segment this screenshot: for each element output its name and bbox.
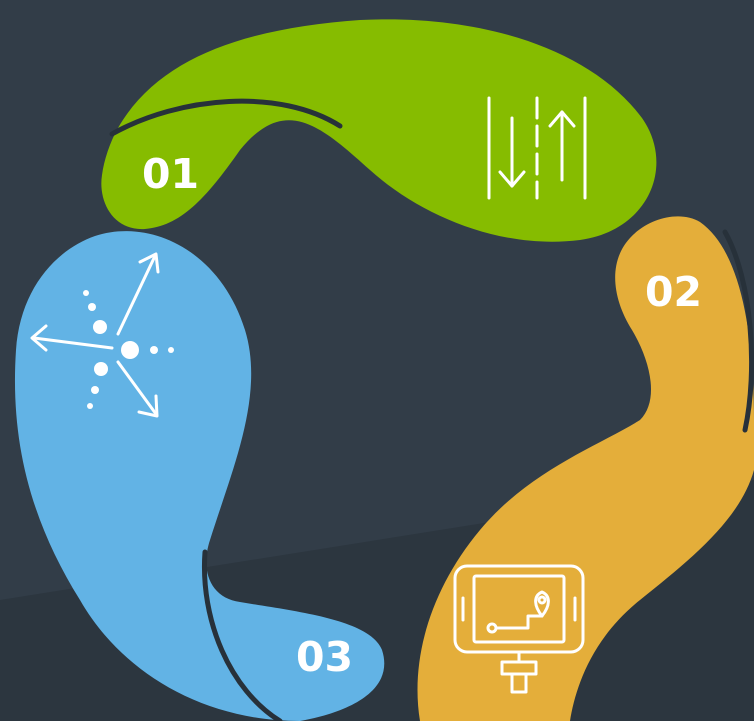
step-02-shape <box>417 216 754 721</box>
arrow-down-right-head <box>137 394 159 418</box>
step-02-seam <box>722 229 754 433</box>
arrow-down-right-shaft <box>116 360 158 416</box>
dot <box>168 347 174 353</box>
dot <box>87 403 93 409</box>
dispersion-arrows-icon <box>30 252 174 418</box>
dot <box>88 303 96 311</box>
tablet-mount-base <box>510 672 528 694</box>
map-pin-hole <box>537 595 547 605</box>
down-arrow-head <box>498 170 526 188</box>
step-01-shape <box>101 19 657 242</box>
step-02: 02 <box>417 216 754 721</box>
two-way-arrows-icon <box>487 96 587 200</box>
dot <box>150 346 158 354</box>
step-03-seam <box>201 549 283 721</box>
arrow-left-head <box>30 324 48 352</box>
arrow-left-shaft <box>32 336 114 350</box>
step-03-shape <box>14 231 385 721</box>
step-03: 03 <box>14 231 385 721</box>
map-pin <box>534 590 550 618</box>
tablet-map-route-icon <box>453 564 585 694</box>
step-01: 01 <box>101 19 657 242</box>
step-01-number: 01 <box>142 150 199 198</box>
dot <box>91 386 99 394</box>
step-03-number: 03 <box>296 633 353 681</box>
arrow-up-right-head <box>138 252 160 274</box>
tablet-screen <box>472 574 566 644</box>
center-dot <box>121 341 139 359</box>
route-line <box>494 614 544 630</box>
dot <box>83 290 89 296</box>
step-01-seam <box>109 98 343 137</box>
arrow-up-right-shaft <box>116 254 157 336</box>
step-02-number: 02 <box>645 268 702 316</box>
up-arrow-head <box>548 110 576 128</box>
dot <box>94 362 108 376</box>
dot <box>93 320 107 334</box>
